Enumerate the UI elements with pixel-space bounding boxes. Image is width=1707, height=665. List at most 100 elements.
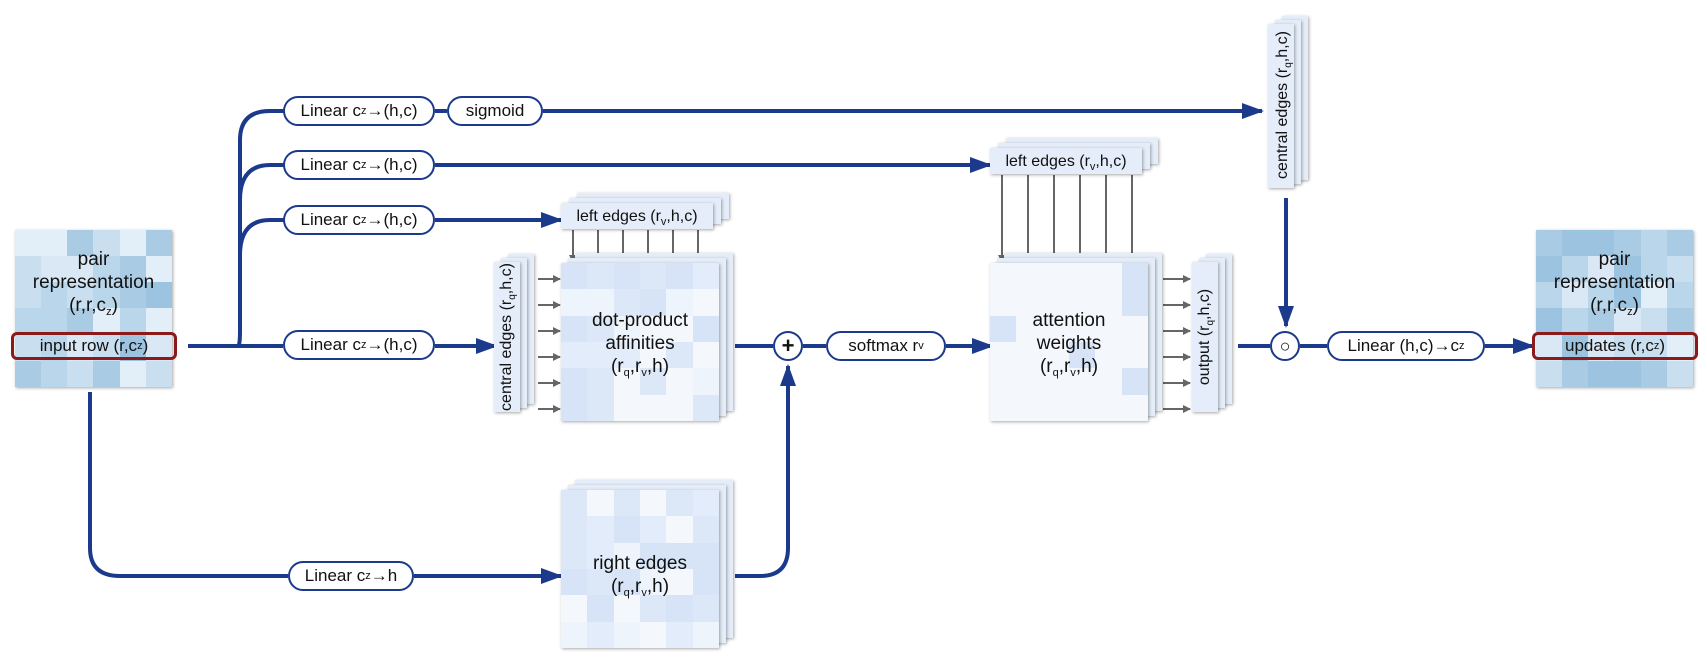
sigmoid-op: sigmoid xyxy=(447,96,543,126)
grid-cell xyxy=(93,334,120,361)
updates-text: updates (r,c xyxy=(1565,336,1654,355)
s4: ,h) xyxy=(1075,356,1099,377)
plus-op: + xyxy=(773,331,803,361)
grid-cell xyxy=(613,368,640,395)
grid-cell xyxy=(41,334,68,361)
output-label: output (rq,h,c) xyxy=(1196,262,1216,412)
grid-cell xyxy=(145,282,172,309)
grid-cell xyxy=(692,394,719,421)
grid-cell xyxy=(561,368,588,395)
grid-cell xyxy=(561,490,588,517)
input-pair-title-line1: pair xyxy=(77,249,110,270)
grid-cell xyxy=(1640,282,1667,309)
grid-cell xyxy=(587,621,614,648)
label-post: ,h,c) xyxy=(498,263,515,295)
grid-cell xyxy=(67,334,94,361)
input-pair-representation xyxy=(15,230,172,387)
grid-cell xyxy=(1536,256,1563,283)
grid-cell xyxy=(1614,334,1641,361)
grid-cell xyxy=(990,315,1017,342)
grid-cell xyxy=(1095,395,1121,421)
grid-cell xyxy=(15,230,42,257)
grid-cell xyxy=(119,334,146,361)
grid-cell xyxy=(93,230,120,257)
stack-sheet-front xyxy=(990,148,1142,174)
grid-cell xyxy=(93,282,120,309)
grid-cell xyxy=(1666,282,1693,309)
stack-sheet-front xyxy=(561,203,713,229)
grid-cell xyxy=(67,308,94,335)
input-pair-grid xyxy=(15,230,172,387)
grid-cell xyxy=(666,621,693,648)
label-post: ,h,c) xyxy=(666,208,698,225)
grid-cell xyxy=(1588,334,1615,361)
s0: (r xyxy=(610,576,624,597)
s0: (r xyxy=(1039,356,1053,377)
label-sub: v xyxy=(1089,161,1096,173)
grid-cell xyxy=(561,342,588,369)
grid-cell xyxy=(145,334,172,361)
grid-cell xyxy=(692,368,719,395)
grid-cell xyxy=(692,621,719,648)
shape-end: ) xyxy=(111,295,118,316)
grid-cell xyxy=(561,289,588,316)
grid-cell xyxy=(1666,230,1693,257)
grid-cell xyxy=(119,256,146,283)
grid-cell xyxy=(1562,282,1589,309)
label-line1: attention xyxy=(1032,310,1106,331)
hadamard-icon: ○ xyxy=(1279,335,1291,356)
stack-sheet-front xyxy=(1192,262,1218,412)
arrow-branch-left2 xyxy=(238,163,285,201)
grid-cell xyxy=(41,256,68,283)
stack-sheet-front xyxy=(1268,24,1294,188)
grid-cell xyxy=(666,490,693,517)
grid-cell xyxy=(640,595,667,622)
grid-cell xyxy=(1562,334,1589,361)
grid-cell xyxy=(990,395,1016,421)
grid-cell xyxy=(67,256,94,283)
grid-cell xyxy=(93,256,120,283)
s4: ,h) xyxy=(646,576,670,597)
op-text: Linear (h,c)→c xyxy=(1347,336,1459,355)
grid-cell xyxy=(692,263,719,290)
grid-cell xyxy=(1614,256,1641,283)
grid-cell xyxy=(119,230,146,257)
grid-cell xyxy=(587,368,614,395)
shape-text: (r,r,c xyxy=(1590,295,1628,316)
grid-cell xyxy=(1666,334,1693,361)
s1: q xyxy=(623,367,630,379)
grid-cell xyxy=(587,342,614,369)
s1: q xyxy=(1052,367,1059,379)
grid-cell xyxy=(561,315,588,342)
grid-cell xyxy=(41,282,68,309)
grid-cell xyxy=(1122,395,1148,421)
grid-cell xyxy=(145,308,172,335)
grid-cell xyxy=(41,230,68,257)
output-pair-representation xyxy=(1536,230,1693,387)
label-shape: (rq,rv,h) xyxy=(990,355,1148,379)
grid-cell xyxy=(692,289,719,316)
grid-cell xyxy=(119,308,146,335)
s4: ,h) xyxy=(646,356,670,377)
shape-end: ) xyxy=(1632,295,1639,316)
grid-cell xyxy=(666,263,693,290)
shape-sub: z xyxy=(106,306,112,318)
grid-cell xyxy=(640,342,667,369)
left-edges-1-label: left edges (rv,h,c) xyxy=(561,205,713,228)
label-text: central edges (r xyxy=(1274,67,1291,179)
grid-cell xyxy=(15,308,42,335)
grid-cell xyxy=(613,595,640,622)
grid-cell xyxy=(41,308,68,335)
grid-cell xyxy=(1588,308,1615,335)
label-sub: q xyxy=(1283,62,1294,68)
grid-cell xyxy=(640,490,667,517)
label-sub: v xyxy=(660,216,667,228)
grid-cell xyxy=(1666,256,1693,283)
grid-cell xyxy=(666,289,693,316)
central-edges-1-label: central edges (rq,h,c) xyxy=(498,262,518,412)
grid-cell xyxy=(692,342,719,369)
